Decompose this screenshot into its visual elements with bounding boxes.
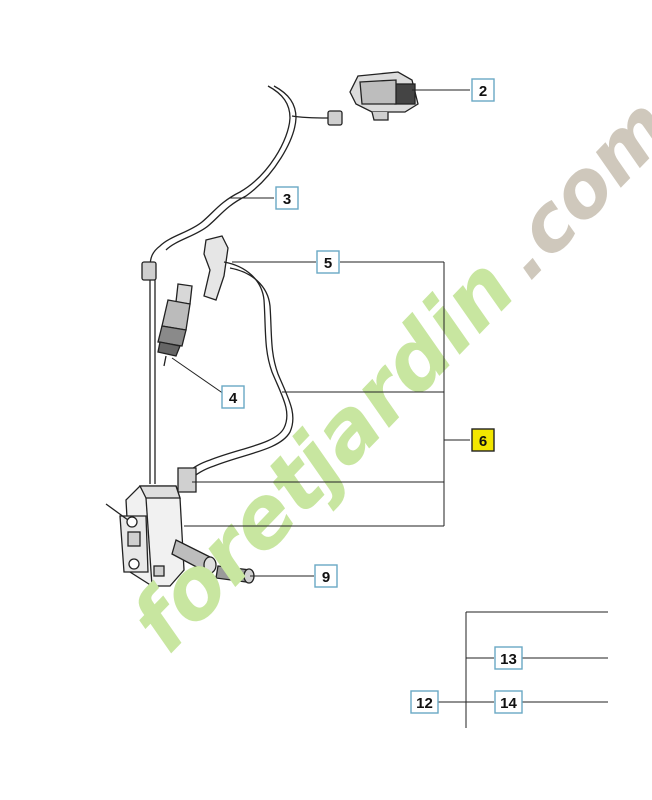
callout-5: 5 xyxy=(316,250,340,274)
callout-2-label: 2 xyxy=(479,83,487,100)
callout-6: 6 xyxy=(471,428,495,452)
callout-14-label: 14 xyxy=(500,695,517,712)
ignition-module-body xyxy=(105,485,185,587)
connector-part xyxy=(349,71,419,121)
watermark-part-com: .com xyxy=(478,82,652,296)
wire-part xyxy=(141,85,343,484)
callout-13: 13 xyxy=(494,646,523,670)
ht-lead-part xyxy=(177,235,294,493)
callout-9: 9 xyxy=(314,564,338,588)
leader-lines xyxy=(171,89,608,728)
callout-4-label: 4 xyxy=(229,390,238,407)
callout-3: 3 xyxy=(275,186,299,210)
ignition-module-drawing xyxy=(105,71,419,587)
callout-14: 14 xyxy=(494,690,523,714)
callout-9-label: 9 xyxy=(322,569,330,586)
callout-13-label: 13 xyxy=(500,651,517,668)
screw-parts xyxy=(171,539,255,584)
callout-5-label: 5 xyxy=(324,255,332,272)
callout-3-label: 3 xyxy=(283,191,291,208)
callout-4: 4 xyxy=(221,385,245,409)
callout-12-label: 12 xyxy=(416,695,433,712)
spark-plug-part xyxy=(157,283,193,367)
callout-2: 2 xyxy=(471,78,495,102)
callout-12: 12 xyxy=(410,690,439,714)
callout-6-label: 6 xyxy=(479,433,487,450)
site-watermark: foret jardin .com xyxy=(112,82,652,671)
